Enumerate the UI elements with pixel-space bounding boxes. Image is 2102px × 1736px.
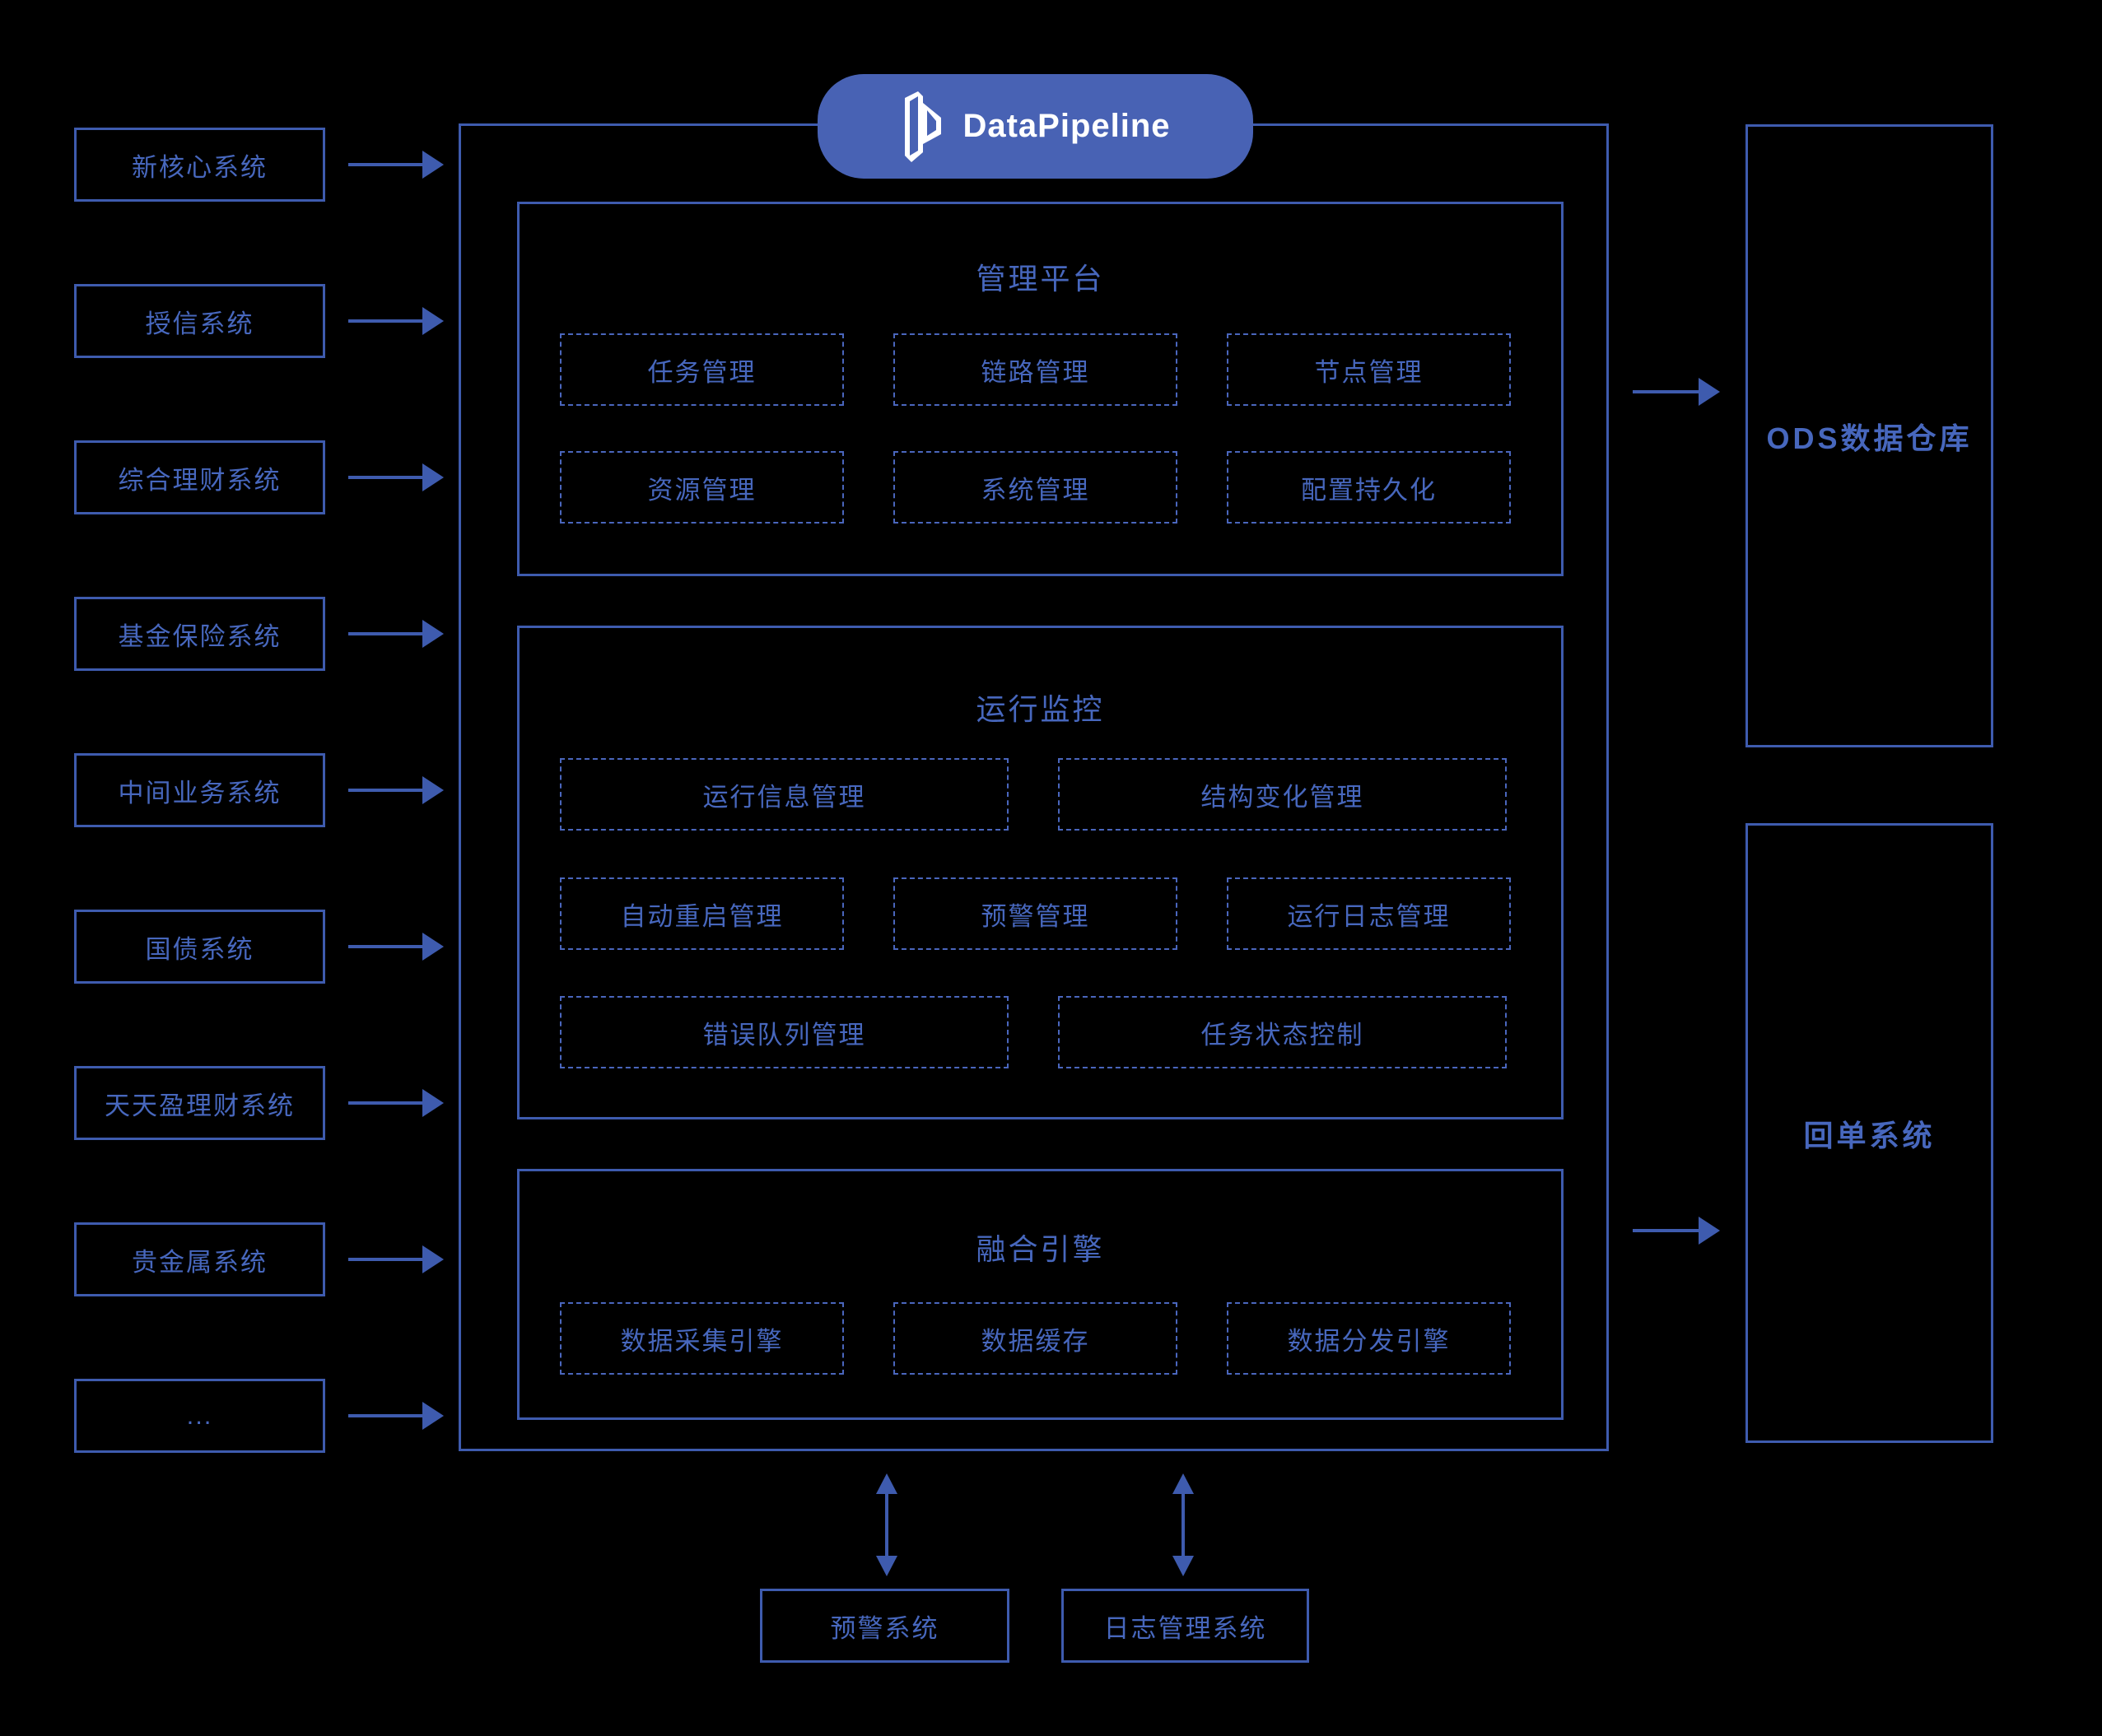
source-box-wealth: 综合理财系统 <box>74 440 325 514</box>
module-box-auto-restart: 自动重启管理 <box>560 877 844 950</box>
arrow-right-icon <box>348 307 444 335</box>
module-box-error-queue: 错误队列管理 <box>560 996 1009 1068</box>
source-label: 综合理财系统 <box>118 465 282 495</box>
source-label: 贵金属系统 <box>132 1247 268 1277</box>
section-title: 运行监控 <box>976 692 1105 726</box>
module-box-schema-change: 结构变化管理 <box>1058 758 1507 831</box>
source-box-credit: 授信系统 <box>74 284 325 358</box>
module-box-runlog-mgmt: 运行日志管理 <box>1227 877 1511 950</box>
source-label: 新核心系统 <box>132 152 268 182</box>
source-box-more: ... <box>74 1379 325 1453</box>
module-box-alert-mgmt: 预警管理 <box>893 877 1177 950</box>
module-box-link-mgmt: 链路管理 <box>893 333 1177 406</box>
module-box-task-mgmt: 任务管理 <box>560 333 844 406</box>
module-box-data-collect: 数据采集引擎 <box>560 1302 844 1375</box>
module-label: 节点管理 <box>1314 357 1424 387</box>
module-box-data-cache: 数据缓存 <box>893 1302 1177 1375</box>
module-label: 资源管理 <box>647 475 757 505</box>
target-box-ods: ODS数据仓库 <box>1745 124 1993 747</box>
arrow-right-icon <box>348 933 444 961</box>
pipeline-container: DataPipeline 管理平台 任务管理 链路管理 节点管理 资源管理 系统… <box>459 74 1609 1451</box>
source-label: 基金保险系统 <box>118 621 282 651</box>
module-label: 任务管理 <box>647 357 757 387</box>
source-box-new-core: 新核心系统 <box>74 128 325 202</box>
arrow-right-icon <box>1633 378 1720 406</box>
module-box-config-persist: 配置持久化 <box>1227 451 1511 524</box>
source-label: 中间业务系统 <box>118 778 282 807</box>
module-box-task-status: 任务状态控制 <box>1058 996 1507 1068</box>
brand-name: DataPipeline <box>962 108 1171 144</box>
brand-pill: DataPipeline <box>818 74 1253 179</box>
module-label: 结构变化管理 <box>1200 782 1364 812</box>
bottom-system-label: 日志管理系统 <box>1103 1613 1267 1643</box>
datapipeline-logo-icon <box>905 91 942 162</box>
section-runtime-monitoring: 运行监控 运行信息管理 结构变化管理 自动重启管理 预警管理 运行日志管理 错误… <box>517 626 1564 1119</box>
bottom-system-alert: 预警系统 <box>760 1589 1009 1663</box>
arrow-right-icon <box>348 463 444 491</box>
module-label: 数据采集引擎 <box>620 1326 784 1356</box>
source-label: 授信系统 <box>145 309 254 338</box>
arrow-right-icon <box>348 1402 444 1430</box>
bottom-system-label: 预警系统 <box>830 1613 939 1643</box>
source-box-precious-metal: 贵金属系统 <box>74 1222 325 1296</box>
module-box-data-dispatch: 数据分发引擎 <box>1227 1302 1511 1375</box>
source-box-ttw-wealth: 天天盈理财系统 <box>74 1066 325 1140</box>
module-label: 运行信息管理 <box>702 782 866 812</box>
arrow-right-icon <box>348 151 444 179</box>
target-label: ODS数据仓库 <box>1766 421 1973 455</box>
module-label: 运行日志管理 <box>1287 901 1451 931</box>
section-management-platform: 管理平台 任务管理 链路管理 节点管理 资源管理 系统管理 配置持久化 <box>517 202 1564 576</box>
arrow-right-icon <box>348 620 444 648</box>
bottom-system-log: 日志管理系统 <box>1061 1589 1309 1663</box>
section-title: 管理平台 <box>976 262 1105 296</box>
module-label: 数据分发引擎 <box>1287 1326 1451 1356</box>
source-label: ... <box>186 1401 213 1430</box>
module-label: 系统管理 <box>981 475 1090 505</box>
module-label: 自动重启管理 <box>620 901 784 931</box>
module-label: 错误队列管理 <box>702 1020 866 1050</box>
section-fusion-engine: 融合引擎 数据采集引擎 数据缓存 数据分发引擎 <box>517 1169 1564 1420</box>
module-label: 链路管理 <box>981 357 1090 387</box>
source-box-intermediary: 中间业务系统 <box>74 753 325 827</box>
module-label: 数据缓存 <box>981 1326 1090 1356</box>
module-box-runtime-info: 运行信息管理 <box>560 758 1009 831</box>
module-label: 任务状态控制 <box>1200 1020 1364 1050</box>
module-box-node-mgmt: 节点管理 <box>1227 333 1511 406</box>
target-label: 回单系统 <box>1803 1118 1936 1152</box>
arrow-right-icon <box>348 1245 444 1273</box>
arrow-right-icon <box>1633 1217 1720 1245</box>
source-label: 天天盈理财系统 <box>105 1091 295 1120</box>
section-title: 融合引擎 <box>976 1232 1105 1266</box>
source-box-treasury: 国债系统 <box>74 910 325 984</box>
source-label: 国债系统 <box>145 934 254 964</box>
module-box-resource-mgmt: 资源管理 <box>560 451 844 524</box>
module-label: 配置持久化 <box>1301 475 1437 505</box>
target-box-receipt: 回单系统 <box>1745 823 1993 1443</box>
arrow-right-icon <box>348 776 444 804</box>
double-arrow-vertical-icon <box>1172 1473 1194 1576</box>
module-box-system-mgmt: 系统管理 <box>893 451 1177 524</box>
double-arrow-vertical-icon <box>876 1473 897 1576</box>
source-box-fund-insurance: 基金保险系统 <box>74 597 325 671</box>
arrow-right-icon <box>348 1089 444 1117</box>
module-label: 预警管理 <box>981 901 1090 931</box>
